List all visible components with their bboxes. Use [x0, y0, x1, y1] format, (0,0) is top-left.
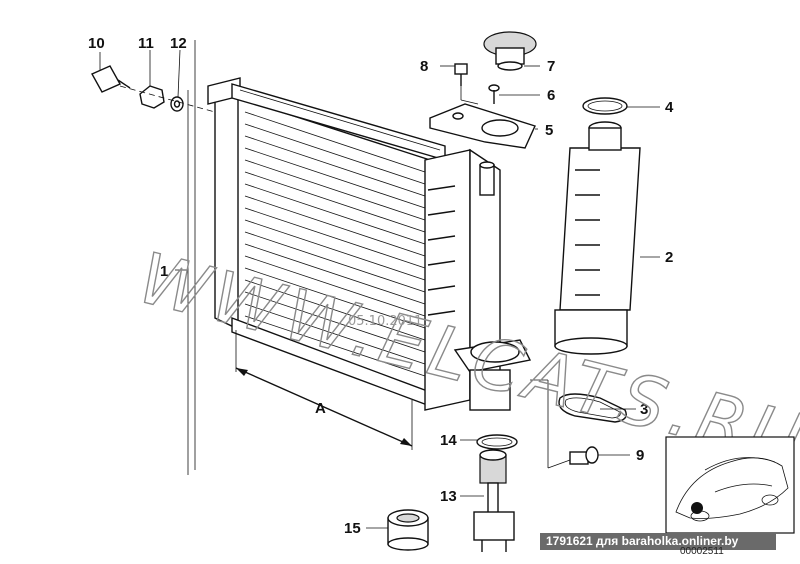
- location-marker: [691, 502, 703, 514]
- callout-4: 4: [665, 99, 674, 116]
- callout-1: 1: [160, 263, 168, 280]
- callout-14: 14: [440, 432, 457, 449]
- footer-banner: 1791621 для baraholka.onliner.by: [540, 533, 776, 550]
- level-sender: [473, 449, 515, 552]
- filler-cap: [483, 31, 537, 71]
- screw-8: [454, 63, 468, 86]
- bolt-6: [488, 84, 500, 104]
- temperature-sensor: [91, 65, 131, 93]
- o-ring-14: [476, 434, 518, 450]
- drain-plug: [569, 446, 599, 465]
- callout-12: 12: [170, 35, 187, 52]
- callout-3: 3: [640, 401, 648, 418]
- mounting-bracket: [429, 103, 536, 149]
- radiator: [207, 77, 532, 411]
- callout-2: 2: [665, 249, 673, 266]
- diagram-code: 00002511: [680, 546, 724, 557]
- callout-6: 6: [547, 87, 555, 104]
- watermark-date: 05.10.2011: [348, 314, 422, 329]
- callout-10: 10: [88, 35, 105, 52]
- gasket-3: [558, 393, 627, 423]
- callout-11: 11: [138, 35, 154, 52]
- callouts: 1 2 3 4 5 6 7 8 9 10 11 12 13 14 15 A: [88, 35, 674, 537]
- sealing-washer-12: [170, 96, 184, 112]
- dimension-label: A: [315, 400, 326, 417]
- radiator-fins: [244, 111, 426, 377]
- tank-fins: [575, 169, 600, 296]
- callout-5: 5: [545, 122, 553, 139]
- callout-7: 7: [547, 58, 555, 75]
- leader-lines: [99, 49, 660, 529]
- callout-15: 15: [344, 520, 361, 537]
- callout-13: 13: [440, 488, 457, 505]
- cap-15: [387, 509, 429, 551]
- tank-ribs: [427, 185, 456, 316]
- car-inset: [665, 436, 795, 534]
- o-ring-4: [582, 97, 628, 115]
- expansion-tank: [554, 121, 641, 355]
- callout-8: 8: [420, 58, 428, 75]
- dimension-a: [235, 330, 413, 450]
- callout-9: 9: [636, 447, 644, 464]
